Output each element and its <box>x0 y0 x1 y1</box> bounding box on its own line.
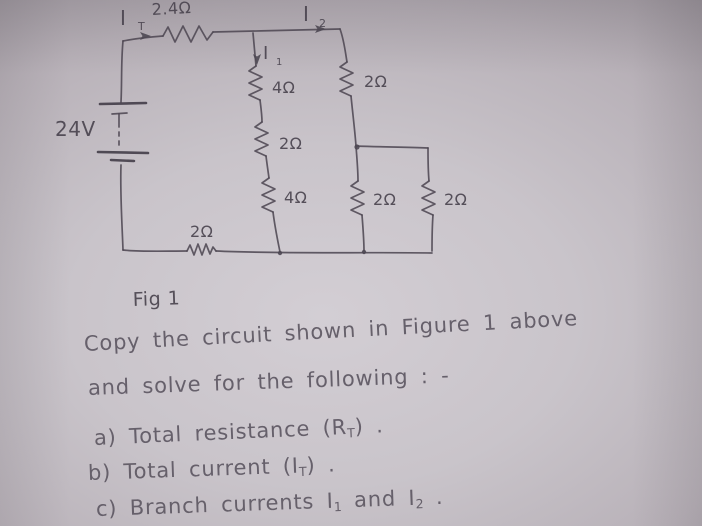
junction-dot <box>277 250 283 256</box>
arrow-i1 <box>253 54 261 65</box>
item-c-post: . <box>422 484 444 510</box>
current-it-sub: T <box>137 20 145 33</box>
current-i1-sub: 1 <box>276 57 283 68</box>
item-a-label: a) <box>93 425 118 450</box>
battery-voltage-label: 24V <box>55 117 96 141</box>
arrow-it <box>140 32 151 40</box>
current-arrows <box>140 25 367 256</box>
current-i1-label: I <box>263 43 269 64</box>
resistor-parallel-right-label: 2Ω <box>444 190 467 209</box>
figure-caption: Fig 1 <box>132 287 180 311</box>
resistor-mid3-label: 4Ω <box>284 188 307 207</box>
resistor-mid1-label: 4Ω <box>272 78 295 97</box>
item-b-text: Total current (I <box>123 453 300 484</box>
circuit-wires <box>119 25 436 256</box>
junction-dot <box>354 144 360 150</box>
resistor-parallel-left-label: 2Ω <box>373 190 396 209</box>
resistor-right-label: 2Ω <box>364 72 387 91</box>
resistor-mid2-label: 2Ω <box>279 134 302 153</box>
resistor-top-label: 2.4Ω <box>151 0 192 19</box>
junction-dot <box>361 249 367 255</box>
circuit-labels: I T 2.4Ω I 2 I 1 4Ω 2Ω 4Ω 2Ω 2Ω 2Ω 2Ω 24… <box>55 0 467 311</box>
item-b-post: ) . <box>306 452 336 478</box>
item-b-label: b) <box>87 460 112 485</box>
arrow-i2 <box>315 25 326 33</box>
resistor-bottom-label: 2Ω <box>190 222 213 241</box>
item-c-mid: and I <box>341 485 416 513</box>
current-i2-sub: 2 <box>319 17 327 30</box>
current-i2-label: I <box>303 2 309 26</box>
item-a-post: ) . <box>354 413 385 439</box>
item-c-label: c) <box>95 496 118 521</box>
battery-symbol <box>96 101 150 163</box>
current-it-label: I <box>120 6 126 30</box>
